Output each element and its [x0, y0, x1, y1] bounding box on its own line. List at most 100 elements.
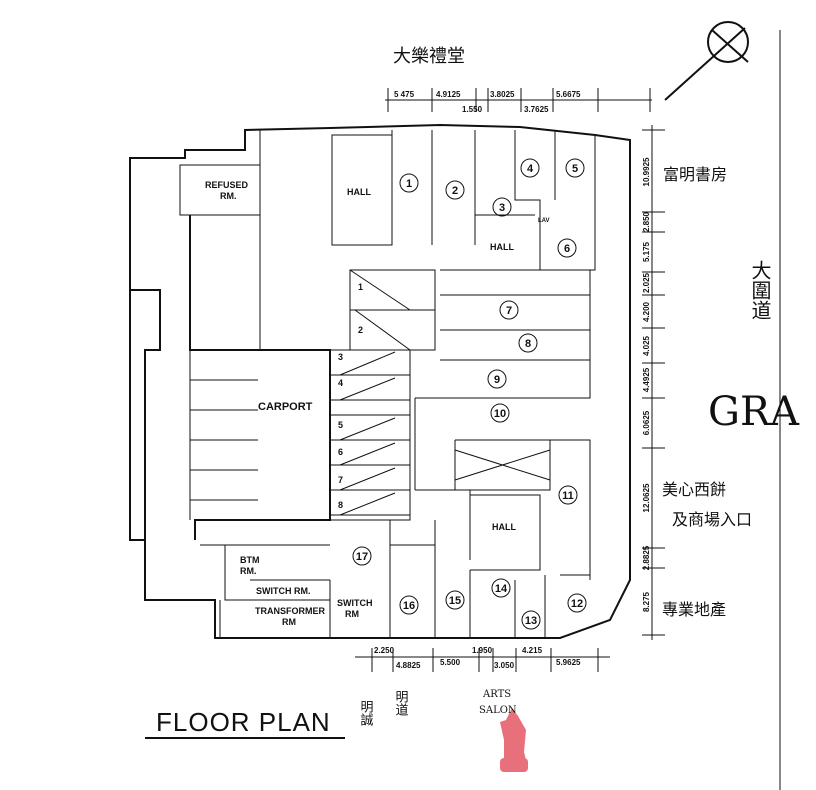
unit-number: 4	[527, 163, 534, 175]
unit-circle	[557, 238, 577, 258]
dimension-right: 4.4925	[642, 367, 651, 392]
parking-number: 8	[338, 500, 343, 510]
unit-number: 10	[494, 408, 506, 420]
dimension-bottom: 1.950	[472, 646, 493, 655]
dimension-line-top	[385, 88, 652, 112]
dimension-bottom: 4.215	[522, 646, 543, 655]
annotation-top: 大樂禮堂	[393, 46, 465, 67]
parking-number: 6	[338, 447, 343, 457]
hand-stamp-icon	[500, 708, 528, 772]
building-walls	[129, 123, 631, 639]
annotation-realty: 專業地產	[662, 600, 726, 619]
dimension-right: 12.0625	[642, 483, 651, 512]
unit-number: 7	[506, 305, 512, 317]
dimension-top: 5 475	[394, 90, 415, 99]
room-label-lav: LAV	[538, 218, 550, 224]
unit-number: 14	[495, 583, 508, 595]
room-label-btm: BTM	[240, 555, 260, 565]
dimension-right: 2.8825	[642, 545, 651, 570]
unit-number: 11	[562, 490, 574, 502]
parking-number: 2	[358, 325, 363, 335]
room-label-switch-2: SWITCH	[337, 598, 373, 608]
unit-number: 6	[564, 243, 570, 255]
dimension-right: 2.850	[642, 211, 651, 232]
annotation-entrance-2: 及商場入口	[672, 510, 752, 529]
dimension-right: 4.200	[642, 301, 651, 322]
unit-circle	[518, 333, 538, 353]
dimension-top: 3.8025	[490, 90, 515, 99]
unit-number: 3	[499, 202, 505, 214]
unit-number: 12	[571, 598, 583, 610]
parking-number: 3	[338, 352, 343, 362]
room-label-refused: REFUSED	[205, 180, 249, 190]
unit-circle	[487, 369, 507, 389]
page-title: FLOOR PLAN	[156, 707, 331, 737]
unit-circle	[492, 197, 512, 217]
dimension-right: 5.175	[642, 241, 651, 262]
dimension-top: 4.9125	[436, 90, 461, 99]
unit-number: 5	[572, 163, 578, 175]
parking-number: 4	[338, 378, 343, 388]
room-label-hall-3: HALL	[492, 522, 516, 532]
unit-number: 9	[494, 374, 500, 386]
unit-circle	[445, 180, 465, 200]
annotation-arts: ARTS	[482, 689, 511, 700]
unit-circle	[445, 590, 465, 610]
unit-circle	[352, 546, 372, 566]
unit-circle	[399, 595, 419, 615]
unit-number: 2	[452, 185, 458, 197]
parking-number: 1	[358, 282, 363, 292]
unit-number: 8	[525, 338, 531, 350]
dimension-right: 4.025	[642, 335, 651, 356]
dimension-bottom: 2.250	[374, 646, 395, 655]
dimension-bottom: 3.050	[494, 661, 515, 670]
north-arrow-icon	[664, 21, 749, 101]
annotation-road: 大圍道	[748, 260, 772, 320]
unit-circle	[499, 300, 519, 320]
room-label-switch-2-rm: RM	[345, 609, 359, 619]
annotation-right-top: 富明書房	[663, 165, 727, 184]
annotation-entrance-1: 美心西餅	[662, 480, 726, 499]
room-label-transformer-rm: RM	[282, 617, 296, 627]
dimension-line-right	[642, 125, 665, 640]
unit-circle	[567, 593, 587, 613]
unit-circle	[491, 578, 511, 598]
unit-circle	[520, 158, 540, 178]
unit-circle	[399, 173, 419, 193]
unit-number: 17	[356, 551, 368, 563]
unit-circle	[521, 610, 541, 630]
unit-number: 1	[406, 178, 412, 190]
room-label-hall-2: HALL	[490, 242, 514, 252]
dimension-right: 10.9925	[642, 157, 651, 186]
annotation-salon: SALON	[479, 705, 517, 716]
dimension-right: 6.0625	[642, 410, 651, 435]
unit-circle	[558, 485, 578, 505]
unit-number: 13	[525, 615, 537, 627]
dimension-right: 2.025	[642, 272, 651, 293]
annotation-bottom-2: 明道	[393, 690, 409, 716]
room-label-refused-rm: RM.	[220, 191, 237, 201]
dimension-top: 1.550	[462, 105, 483, 114]
room-label-carport: CARPORT	[258, 401, 313, 413]
dimension-bottom: 5.500	[440, 658, 461, 667]
room-label-switch: SWITCH RM.	[256, 586, 311, 596]
unit-circle	[565, 158, 585, 178]
dimension-bottom: 4.8825	[396, 661, 421, 670]
unit-circle	[490, 403, 510, 423]
unit-number: 16	[403, 600, 415, 612]
annotation-gra: GRA	[708, 389, 800, 435]
dimension-bottom: 5.9625	[556, 658, 581, 667]
annotation-bottom-1: 明誠	[358, 700, 374, 727]
dimension-top: 5.6675	[556, 90, 581, 99]
room-label-hall-1: HALL	[347, 187, 371, 197]
room-label-transformer: TRANSFORMER	[255, 606, 325, 616]
room-label-btm-rm: RM.	[240, 566, 257, 576]
dimension-right: 8.275	[642, 591, 651, 612]
parking-number: 7	[338, 475, 343, 485]
dimension-line-bottom	[355, 648, 610, 672]
